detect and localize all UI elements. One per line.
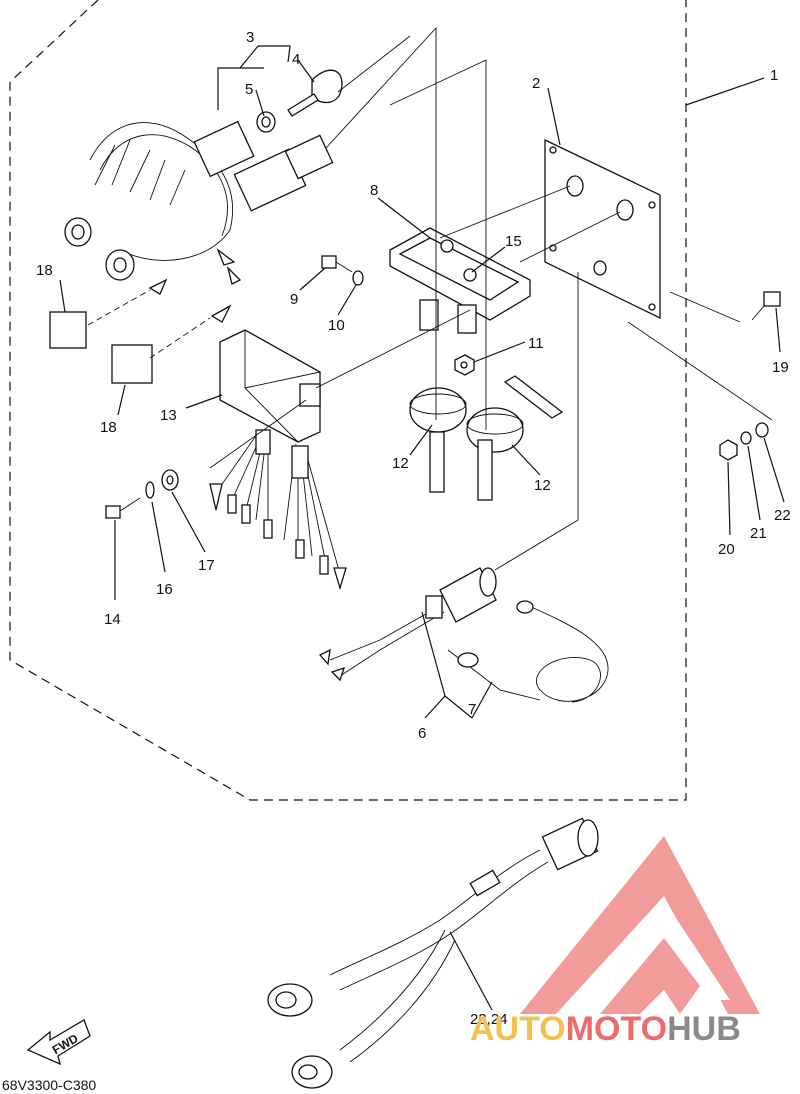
cap-18a: [49, 311, 87, 349]
label-21: 21: [750, 525, 767, 542]
relay-a: [409, 387, 467, 493]
label-13: 13: [160, 407, 177, 424]
main-switch-harness: [64, 69, 343, 285]
stop-switch: [318, 567, 497, 682]
relay-b: [466, 407, 524, 501]
label-22: 22: [774, 507, 791, 524]
label-11: 11: [528, 335, 544, 352]
washer-22: [755, 422, 769, 438]
module-leads: [209, 429, 347, 591]
label-14: 14: [104, 611, 121, 628]
fwd-arrow-icon: FWD: [26, 1019, 91, 1066]
watermark-moto: MOTO: [566, 1010, 667, 1048]
cable-tie: [503, 375, 564, 419]
label-17: 17: [198, 557, 215, 574]
label-7: 7: [468, 701, 476, 718]
washer-21: [740, 431, 752, 445]
watermark-text: AUTOMOTOHUB: [470, 1010, 741, 1048]
washer-10: [352, 270, 364, 286]
label-10: 10: [328, 317, 345, 334]
screw-washers: [105, 469, 179, 519]
watermark-auto: AUTO: [470, 1010, 566, 1048]
nut-20: [719, 439, 738, 461]
label-19: 19: [772, 359, 789, 376]
leader-lines: [59, 26, 785, 1011]
label-18b: 18: [100, 419, 117, 436]
label-20: 20: [718, 541, 735, 558]
label-12b: 12: [534, 477, 551, 494]
control-module: [219, 329, 321, 443]
label-5: 5: [245, 81, 253, 98]
cap-18b: [111, 344, 153, 384]
bolt-19: [751, 291, 781, 321]
label-15: 15: [505, 233, 522, 250]
label-9: 9: [290, 291, 298, 308]
extension-harness: [267, 817, 599, 1089]
watermark-logo: [520, 836, 760, 1014]
screw-9: [321, 255, 337, 269]
watermark-hub: HUB: [667, 1010, 741, 1048]
label-12a: 12: [392, 455, 409, 472]
label-16: 16: [156, 581, 173, 598]
mounting-plate: [544, 138, 661, 320]
label-23-24: 23,24: [470, 1011, 508, 1028]
label-2: 2: [532, 75, 540, 92]
label-3: 3: [246, 29, 254, 46]
label-4: 4: [292, 51, 300, 68]
label-8: 8: [370, 182, 378, 199]
label-6: 6: [418, 725, 426, 742]
label-18a: 18: [36, 262, 53, 279]
drawing-code: 68V3300-C380: [2, 1077, 96, 1093]
lanyard-coil: [447, 600, 609, 703]
label-1: 1: [770, 67, 778, 84]
assembly-boundary: [9, 0, 687, 801]
bracket: [389, 227, 531, 334]
